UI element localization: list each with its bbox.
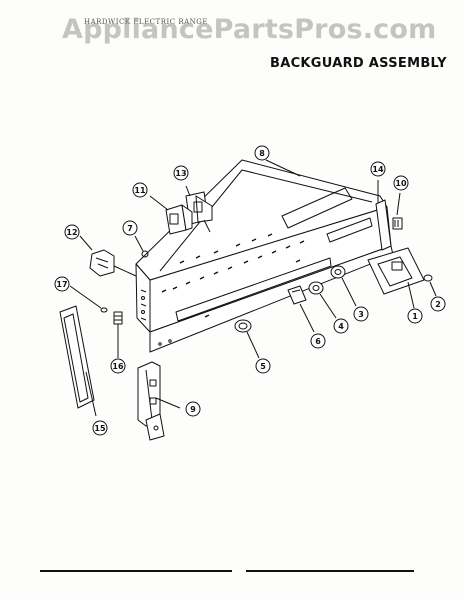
callout-11: 11 (132, 182, 148, 198)
svg-text:10: 10 (395, 179, 407, 188)
part-12-switch (79, 235, 137, 277)
part-16-bolt (113, 311, 123, 358)
svg-text:3: 3 (358, 310, 364, 319)
callout-12: 12 (64, 224, 80, 240)
svg-text:7: 7 (127, 224, 133, 233)
svg-text:2: 2 (435, 300, 441, 309)
part-11-infinite-switch (149, 195, 193, 235)
part-4-knob (308, 281, 337, 319)
callout-10: 10 (393, 175, 409, 191)
svg-text:9: 9 (190, 405, 196, 414)
part-8-backguard-panel (135, 159, 394, 353)
svg-text:17: 17 (56, 280, 67, 289)
part-7-screw (134, 235, 149, 258)
callout-14: 14 (370, 161, 386, 177)
svg-text:4: 4 (338, 322, 344, 331)
callout-6: 6 (310, 333, 326, 349)
part-5-knob (234, 319, 260, 359)
callout-3: 3 (353, 306, 369, 322)
part-6-rocker-switch (287, 285, 315, 333)
callout-7: 7 (122, 220, 138, 236)
part-10-switch (392, 192, 403, 230)
part-15-end-cap (59, 305, 97, 417)
header-line-1: HARDWICK ELECTRIC RANGE (84, 18, 208, 26)
callout-1: 1 (407, 308, 423, 324)
callout-4: 4 (333, 318, 349, 334)
svg-text:15: 15 (94, 424, 106, 433)
part-2-screw (423, 274, 437, 297)
svg-text:6: 6 (315, 337, 321, 346)
svg-text:11: 11 (134, 186, 146, 195)
callout-13: 13 (173, 165, 189, 181)
callouts: 8 13 14 10 11 7 (54, 145, 446, 436)
callout-5: 5 (255, 358, 271, 374)
svg-text:5: 5 (260, 362, 266, 371)
footer-rule-left (40, 570, 232, 572)
svg-text:14: 14 (372, 165, 384, 174)
callout-15: 15 (92, 420, 108, 436)
watermark: AppliancePartsPros.com (62, 14, 437, 45)
svg-text:13: 13 (175, 169, 186, 178)
part-3-knob (330, 265, 357, 307)
diagram-title: BACKGUARD ASSEMBLY (270, 56, 447, 71)
callout-16: 16 (110, 358, 126, 374)
svg-text:8: 8 (259, 149, 265, 158)
part-9-bracket (137, 361, 181, 441)
svg-text:12: 12 (66, 228, 77, 237)
svg-text:16: 16 (112, 362, 124, 371)
footer-rule-right (246, 570, 414, 572)
callout-9: 9 (185, 401, 201, 417)
part-1-plate (367, 247, 425, 309)
callout-8: 8 (254, 145, 270, 161)
part-14-end-trim (375, 180, 392, 251)
callout-17: 17 (54, 276, 70, 292)
part-17-screw (69, 285, 108, 313)
svg-text:1: 1 (412, 312, 418, 321)
callout-2: 2 (430, 296, 446, 312)
